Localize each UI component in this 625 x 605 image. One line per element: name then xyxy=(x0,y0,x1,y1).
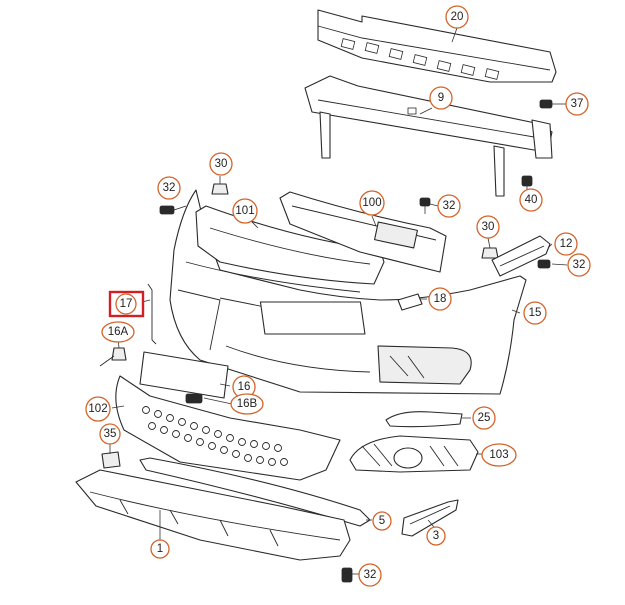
callout-1-label: 1 xyxy=(157,543,163,555)
part-16-plate-holder xyxy=(139,351,229,404)
callout-32-center[interactable]: 32 xyxy=(437,194,461,218)
callout-18-label: 18 xyxy=(434,293,447,305)
callout-32-left[interactable]: 32 xyxy=(157,176,181,200)
leader-lines xyxy=(109,27,568,575)
part-101-upper-grille xyxy=(195,205,385,285)
bolt-32-left xyxy=(159,205,187,215)
callout-37-label: 37 xyxy=(571,98,584,110)
callout-32-bottom-label: 32 xyxy=(364,569,377,581)
callout-16A-label: 16A xyxy=(108,326,129,338)
callout-32-center-label: 32 xyxy=(443,200,456,212)
bolt-40 xyxy=(521,175,533,194)
callout-101-label: 101 xyxy=(235,205,254,217)
callout-1[interactable]: 1 xyxy=(150,539,170,559)
callout-16-label: 16 xyxy=(238,381,251,393)
callout-102-label: 102 xyxy=(88,403,107,415)
callout-103[interactable]: 103 xyxy=(481,443,517,467)
callout-40-label: 40 xyxy=(525,194,538,206)
callout-30-right[interactable]: 30 xyxy=(476,215,500,239)
part-3-trim-strip xyxy=(401,499,459,537)
part-35-nut xyxy=(101,451,121,469)
callout-40[interactable]: 40 xyxy=(519,188,543,212)
callout-25-label: 25 xyxy=(478,412,491,424)
callout-17[interactable]: 17 xyxy=(108,290,145,318)
callout-30-right-label: 30 xyxy=(482,221,495,233)
bolt-37 xyxy=(539,99,566,109)
callout-9-label: 9 xyxy=(438,92,444,104)
bolt-32-bottom xyxy=(341,567,353,583)
callout-103-label: 103 xyxy=(489,449,508,461)
callout-20[interactable]: 20 xyxy=(445,5,469,29)
callout-5[interactable]: 5 xyxy=(372,511,392,531)
callout-16A[interactable]: 16A xyxy=(101,321,135,343)
part-16A-clip xyxy=(99,347,127,367)
clip-30-right xyxy=(481,247,499,259)
callout-32-left-label: 32 xyxy=(163,182,176,194)
callout-25[interactable]: 25 xyxy=(472,406,496,430)
callout-20-label: 20 xyxy=(451,11,464,23)
callout-5-label: 5 xyxy=(379,515,385,527)
callout-15[interactable]: 15 xyxy=(523,301,547,325)
callout-3[interactable]: 3 xyxy=(426,526,446,546)
callout-32-right[interactable]: 32 xyxy=(567,253,591,277)
callout-30-left[interactable]: 30 xyxy=(209,152,233,176)
callout-17-label: 17 xyxy=(120,298,133,310)
callout-37[interactable]: 37 xyxy=(565,92,589,116)
callout-3-label: 3 xyxy=(433,530,439,542)
callout-12[interactable]: 12 xyxy=(554,232,578,256)
part-20-impact-absorber xyxy=(317,9,557,83)
callout-32-bottom[interactable]: 32 xyxy=(358,563,382,587)
part-102-lower-grille xyxy=(115,375,341,481)
callout-101[interactable]: 101 xyxy=(232,198,258,224)
callout-30-left-label: 30 xyxy=(215,158,228,170)
callout-35[interactable]: 35 xyxy=(99,423,121,445)
clip-30-left xyxy=(211,176,229,195)
part-1-undertray xyxy=(75,469,351,561)
callout-15-label: 15 xyxy=(529,307,542,319)
callout-12-label: 12 xyxy=(560,238,573,250)
callout-35-label: 35 xyxy=(104,428,117,440)
callout-16B[interactable]: 16B xyxy=(230,393,264,415)
callout-102[interactable]: 102 xyxy=(85,396,111,422)
callout-9[interactable]: 9 xyxy=(429,86,453,110)
callout-32-right-label: 32 xyxy=(573,259,586,271)
callout-16B-label: 16B xyxy=(237,398,258,410)
part-12-guide-bracket xyxy=(491,235,551,277)
bolt-32-center xyxy=(419,197,431,214)
part-25-fog-trim xyxy=(385,411,463,428)
callout-100-label: 100 xyxy=(362,197,381,209)
part-103-fog-grille xyxy=(349,435,479,473)
callout-18[interactable]: 18 xyxy=(428,287,452,311)
part-9-reinforcement-bar xyxy=(304,75,553,197)
bolt-32-right xyxy=(537,259,551,269)
part-100-grille-bracket xyxy=(279,191,447,273)
part-18-cover xyxy=(397,293,423,311)
callout-100[interactable]: 100 xyxy=(359,190,385,216)
